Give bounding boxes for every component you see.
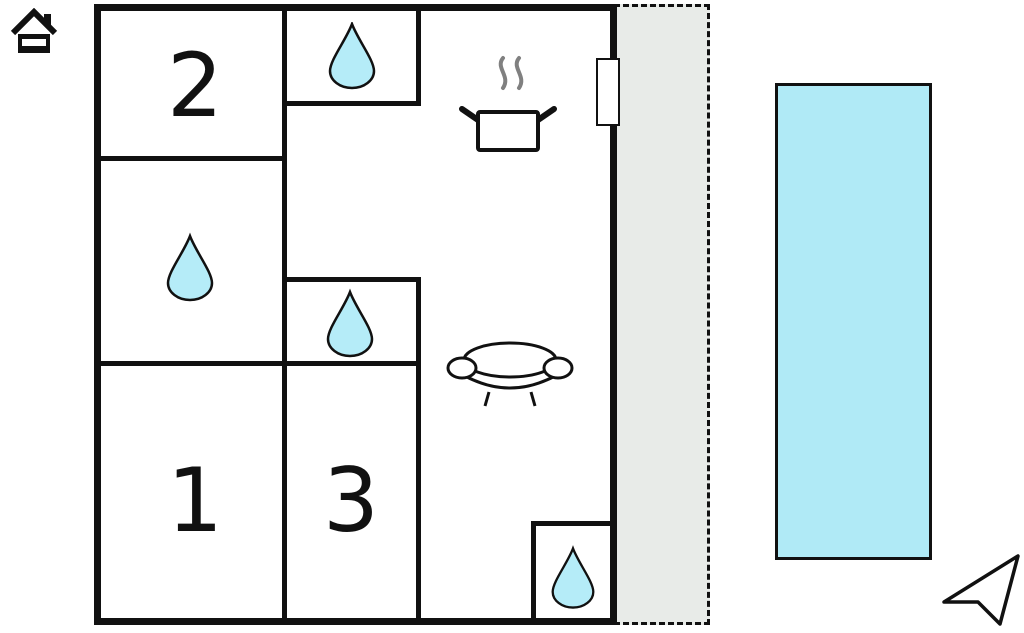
water-drop-icon — [166, 232, 214, 302]
interior-wall-vertical-main — [282, 4, 287, 625]
stove-pot-icon — [459, 56, 557, 152]
terrace-area — [614, 4, 710, 625]
interior-wall-column-right — [416, 277, 421, 625]
door-window-marker — [596, 58, 620, 126]
house-icon — [10, 8, 58, 53]
interior-wall-bedroom2-bottom — [94, 156, 287, 161]
interior-wall-bathroom-left — [531, 521, 536, 625]
room-label-2: 2 — [167, 34, 223, 137]
water-drop-icon — [551, 545, 595, 609]
interior-wall-bedroom3-top — [282, 361, 421, 366]
north-arrow-icon — [942, 554, 1020, 626]
sofa-icon — [446, 341, 574, 407]
room-label-1: 1 — [167, 449, 223, 552]
pool-area — [775, 83, 932, 560]
room-label-3: 3 — [323, 449, 379, 552]
interior-wall-bedroom1-top — [94, 361, 287, 366]
interior-wall-topmid-right — [416, 4, 421, 106]
interior-wall-bathroom-top — [531, 521, 617, 526]
interior-wall-topmid-bottom — [282, 101, 421, 106]
interior-wall-midroom-top — [282, 277, 421, 282]
water-drop-icon — [326, 288, 374, 358]
water-drop-icon — [328, 22, 376, 90]
